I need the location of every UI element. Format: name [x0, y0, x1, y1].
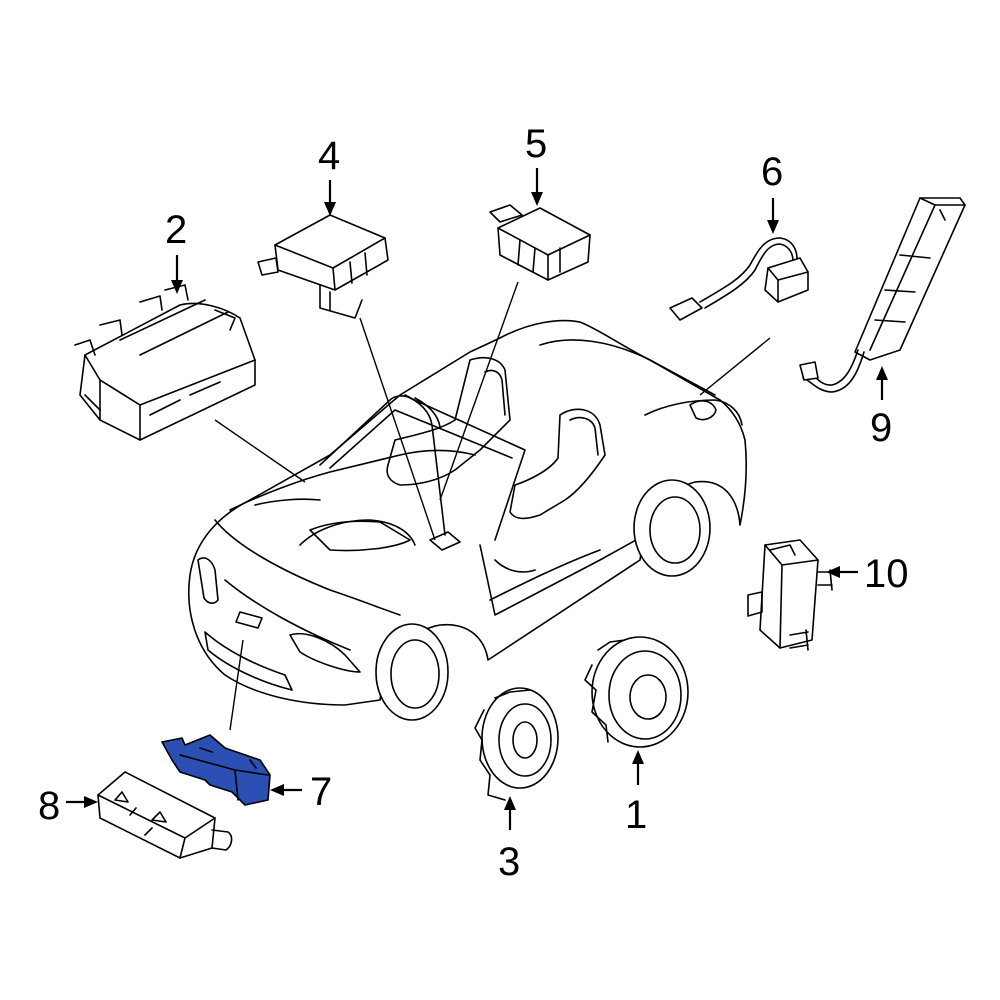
- callout-label-1: 1: [625, 793, 648, 837]
- part-7-drawing: [161, 734, 271, 806]
- callout-label-2: 2: [165, 208, 188, 252]
- part-5-drawing: [489, 204, 591, 281]
- part-1-drawing: [584, 636, 689, 748]
- part-6-drawing: [669, 237, 809, 321]
- part-2-drawing: [74, 284, 256, 441]
- callout-arrows: [66, 168, 888, 830]
- callout-label-8: 8: [38, 784, 61, 828]
- part-3-drawing: [474, 687, 559, 801]
- callout-label-3: 3: [498, 840, 521, 884]
- leader-lines: [214, 281, 771, 731]
- part-4-drawing: [257, 214, 389, 319]
- callout-label-4: 4: [318, 134, 341, 178]
- callout-label-9: 9: [870, 406, 893, 450]
- callout-label-5: 5: [525, 122, 548, 166]
- part-10-drawing: [747, 539, 833, 651]
- part-8-drawing: [97, 771, 233, 859]
- callout-label-10: 10: [864, 552, 909, 596]
- part-9-drawing: [799, 197, 966, 393]
- callout-label-6: 6: [761, 150, 784, 194]
- car-body: [187, 319, 747, 721]
- callout-label-7: 7: [310, 770, 333, 814]
